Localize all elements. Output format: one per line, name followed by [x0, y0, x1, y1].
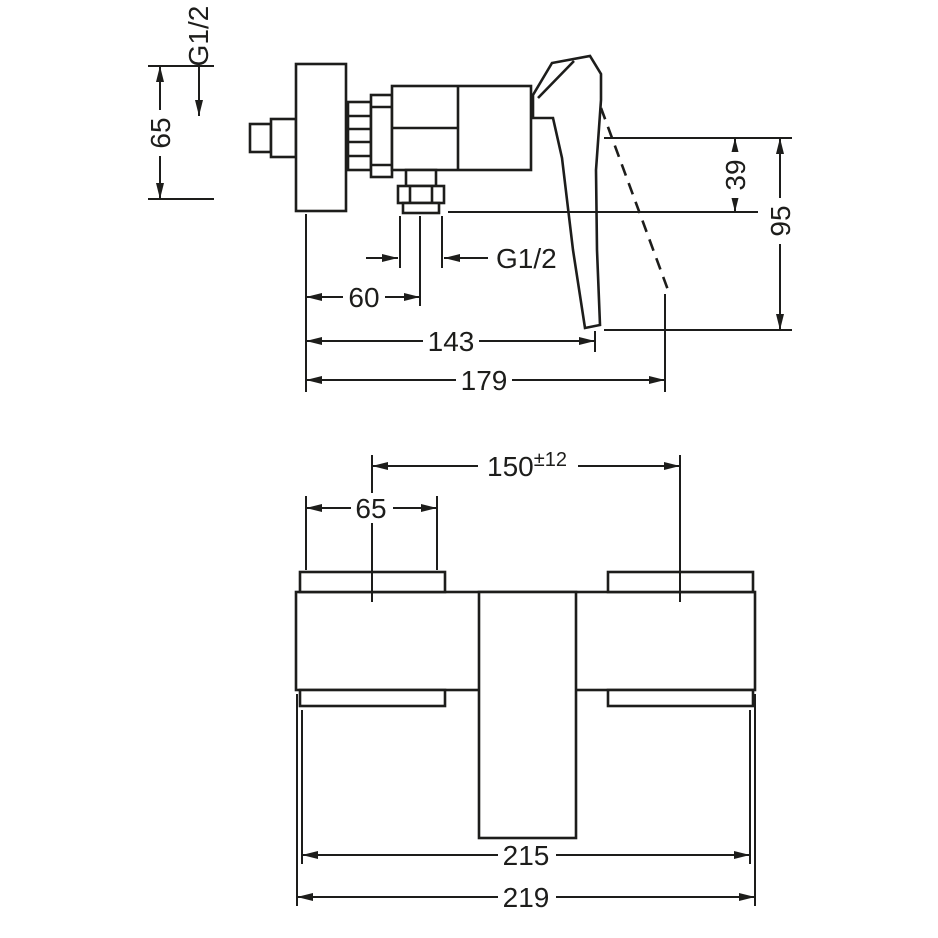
dim-label-depth-179: 179 — [461, 365, 508, 396]
handle-lever — [531, 54, 603, 330]
dim-label-body-width: 215 — [503, 840, 550, 871]
dim-body-width: 215 — [301, 710, 751, 871]
faucet-side-outline — [248, 54, 670, 330]
dim-overall-width: 219 — [296, 694, 756, 913]
dim-outlet-thread: G1/2 — [366, 216, 557, 274]
front-view: 150±12 65 215 219 — [294, 449, 757, 913]
mixer-body — [390, 84, 533, 172]
dim-label-depth-143: 143 — [428, 326, 475, 357]
dim-label-offset-60: 60 — [348, 282, 379, 313]
dim-offset-60: 60 — [305, 214, 421, 392]
dim-escutcheon-height: 65 — [145, 65, 214, 200]
faucet-front-outline — [294, 570, 757, 840]
side-view: G1/2 65 39 95 — [145, 6, 796, 396]
dim-label-escutcheon-width: 65 — [355, 493, 386, 524]
dim-label-connection-centers: 150±12 — [487, 449, 567, 482]
dim-depth-179: 179 — [306, 294, 666, 396]
escutcheon-right-bottom — [606, 688, 755, 708]
dim-depth-143: 143 — [306, 326, 596, 357]
handle-front — [477, 590, 578, 840]
dim-label-inlet-thread: G1/2 — [183, 6, 214, 67]
dim-drop-39: 39 — [448, 137, 792, 213]
dim-escutcheon-width: 65 — [305, 493, 438, 570]
dim-label-escutcheon-height: 65 — [145, 117, 176, 148]
wall-escutcheon-side — [294, 62, 348, 213]
outlet-nut — [396, 184, 446, 205]
dim-label-outlet-thread: G1/2 — [496, 243, 557, 274]
dim-label-drop-95: 95 — [765, 205, 796, 236]
dim-label-overall-width: 219 — [503, 882, 550, 913]
escutcheon-left-bottom — [298, 688, 447, 708]
dim-inlet-thread: G1/2 — [183, 6, 214, 116]
outlet-end — [401, 201, 441, 215]
outlet-connector — [404, 168, 438, 188]
dim-drop-95: 95 — [604, 138, 796, 331]
inlet-pipe-tip — [248, 122, 273, 154]
inlet-pipe — [269, 117, 298, 159]
thread-section — [346, 100, 373, 172]
dim-connection-centers: 150±12 — [371, 449, 681, 602]
handle-swing-range — [599, 107, 670, 291]
dim-label-drop-39: 39 — [720, 159, 751, 190]
